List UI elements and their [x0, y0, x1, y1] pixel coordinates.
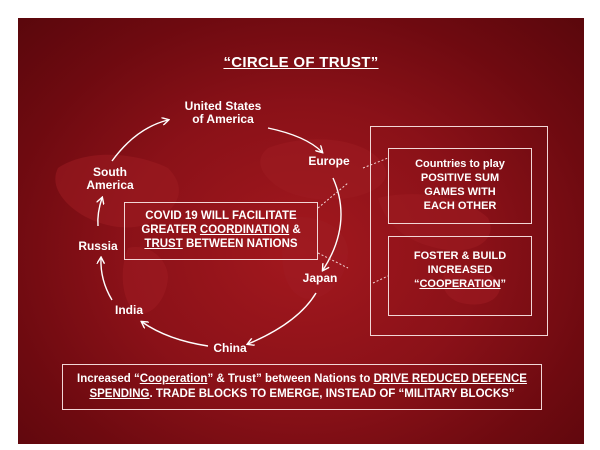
arrow-china-to-india: [142, 322, 209, 347]
dotted-europe-to-frame: [362, 157, 389, 169]
node-south-america: South America: [86, 165, 134, 192]
center-line-2: GREATER COORDINATION &: [141, 224, 301, 236]
arrow-russia-to-south-america: [98, 198, 102, 227]
slide-title: “CIRCLE OF TRUST”: [223, 54, 379, 71]
node-usa: United States of America: [184, 99, 262, 126]
right-frame: [370, 126, 548, 336]
positive-sum-box: Countries to play POSITIVE SUM GAMES WIT…: [388, 148, 532, 224]
node-europe: Europe: [308, 154, 350, 168]
dotted-center-to-europe: [317, 182, 349, 209]
node-japan: Japan: [302, 271, 338, 285]
arrow-south-america-to-usa: [111, 120, 168, 162]
arrow-japan-to-china: [248, 292, 317, 344]
arrow-usa-to-europe: [267, 127, 322, 152]
cooperation-box: FOSTER & BUILD INCREASED “COOPERATION”: [388, 236, 532, 316]
center-statement-box: COVID 19 WILL FACILITATE GREATER COORDIN…: [124, 202, 318, 260]
dotted-center-to-japan: [317, 252, 349, 269]
arrow-india-to-russia: [101, 258, 113, 301]
arrow-europe-to-japan: [323, 177, 342, 270]
node-russia: Russia: [78, 239, 118, 253]
node-india: India: [114, 303, 143, 317]
world-map-background: [55, 139, 500, 314]
center-line-3: TRUST BETWEEN NATIONS: [144, 238, 298, 250]
slide: “CIRCLE OF TRUST” United States of Ameri…: [18, 18, 584, 444]
node-china: China: [213, 341, 247, 355]
bottom-summary-box: Increased “Cooperation” & Trust” between…: [62, 364, 542, 410]
cycle-arrows: [18, 18, 389, 347]
dotted-japan-to-frame: [372, 275, 389, 284]
center-line-1: COVID 19 WILL FACILITATE: [145, 210, 297, 222]
